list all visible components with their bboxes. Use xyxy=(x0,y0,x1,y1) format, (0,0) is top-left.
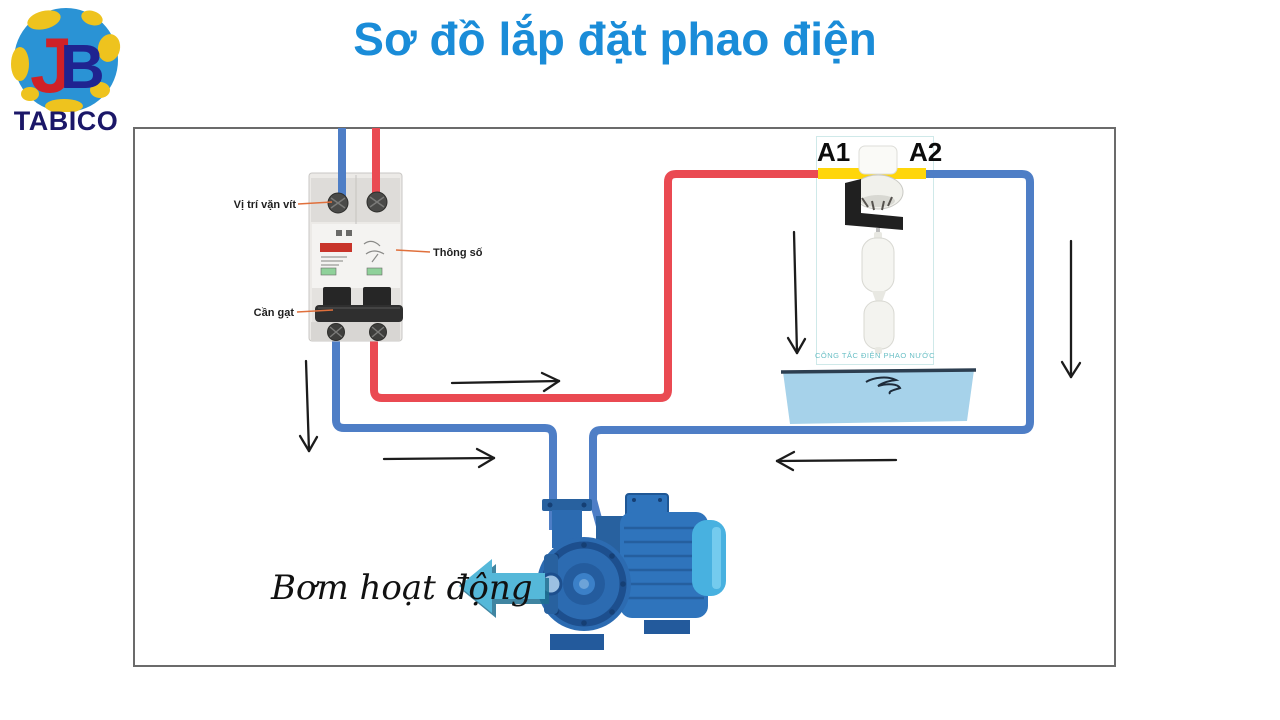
circuit-breaker xyxy=(308,128,403,342)
breaker-indicator-right xyxy=(366,267,383,276)
logo-monogram-right: B xyxy=(60,33,105,102)
float-switch-bracket xyxy=(845,179,903,230)
breaker-bottom-screws xyxy=(327,323,387,341)
pump-top-flange xyxy=(542,499,592,511)
wire-blue-breaker-to-pump xyxy=(332,330,557,530)
float-switch-dome-rim xyxy=(861,195,895,207)
globe-logo-icon: J B xyxy=(11,8,121,113)
pump-rear-foot xyxy=(644,620,690,634)
leader-line-specs xyxy=(395,249,431,253)
globe-continents xyxy=(11,10,121,113)
breaker-spec-lines xyxy=(321,256,347,266)
float-bob-upper xyxy=(861,237,895,293)
breaker-curve-marks xyxy=(363,240,385,263)
label-specs: Thông số xyxy=(433,247,483,259)
page-title: Sơ đồ lắp đặt phao điện xyxy=(353,13,877,65)
wire-red-breaker-to-a1 xyxy=(370,170,819,402)
leader-line-screw xyxy=(297,201,333,205)
flow-arrow-down-float-icon xyxy=(786,230,807,355)
flow-arrow-right-lower-icon xyxy=(382,447,496,469)
terminal-label-a1: A1 xyxy=(817,137,850,167)
flow-arrow-down-right-icon xyxy=(1060,239,1082,379)
float-bob-lower xyxy=(863,300,895,350)
brand-name: TABICO xyxy=(13,106,119,136)
wiring xyxy=(332,170,1034,530)
float-switch-caption: CÔNG TẮC ĐIỆN PHAO NƯỚC xyxy=(815,351,935,360)
pump-front-foot xyxy=(550,634,604,650)
pump-motor xyxy=(620,512,708,618)
leader-line-lever xyxy=(296,309,334,313)
flow-arrow-down-left-icon xyxy=(298,359,319,453)
water-top-line xyxy=(780,368,977,374)
breaker-indicator-left xyxy=(320,267,337,276)
label-screw-position: Vị trí vặn vít xyxy=(234,199,297,211)
float-switch-cap xyxy=(858,145,898,175)
label-lever: Cần gạt xyxy=(254,307,295,319)
flow-arrow-left-icon xyxy=(775,450,898,472)
pump-direction-arrow-icon xyxy=(459,559,549,618)
breaker-face xyxy=(312,224,400,288)
flow-arrows xyxy=(298,230,1082,472)
pump-motor-fins xyxy=(624,526,704,600)
breaker-ce-mark xyxy=(336,230,342,236)
float-switch: CÔNG TẮC ĐIỆN PHAO NƯỚC xyxy=(815,145,935,360)
terminal-label-a2: A2 xyxy=(909,137,942,167)
breaker-brand-label xyxy=(320,243,352,252)
logo-monogram-left: J xyxy=(30,21,73,109)
tabico-logo: J B xyxy=(6,4,126,113)
float-switch-ribs xyxy=(861,196,893,211)
float-neck xyxy=(872,291,886,302)
breaker-top-screws xyxy=(327,191,388,214)
pump-caption: Bơm hoạt động xyxy=(270,568,533,608)
breaker-lever xyxy=(315,305,403,322)
wire-blue-a2-to-pump xyxy=(589,170,1034,528)
breaker-annotations: Vị trí vặn vít Thông số Cần gạt xyxy=(234,199,483,319)
water-pump xyxy=(537,493,726,650)
pump-arrow xyxy=(459,559,545,613)
flow-arrow-right-upper-icon xyxy=(450,371,561,393)
water-tank xyxy=(780,368,977,424)
float-bottom-nipple xyxy=(875,347,882,354)
water-ripple-icon xyxy=(865,376,902,395)
water-surface xyxy=(783,370,974,424)
